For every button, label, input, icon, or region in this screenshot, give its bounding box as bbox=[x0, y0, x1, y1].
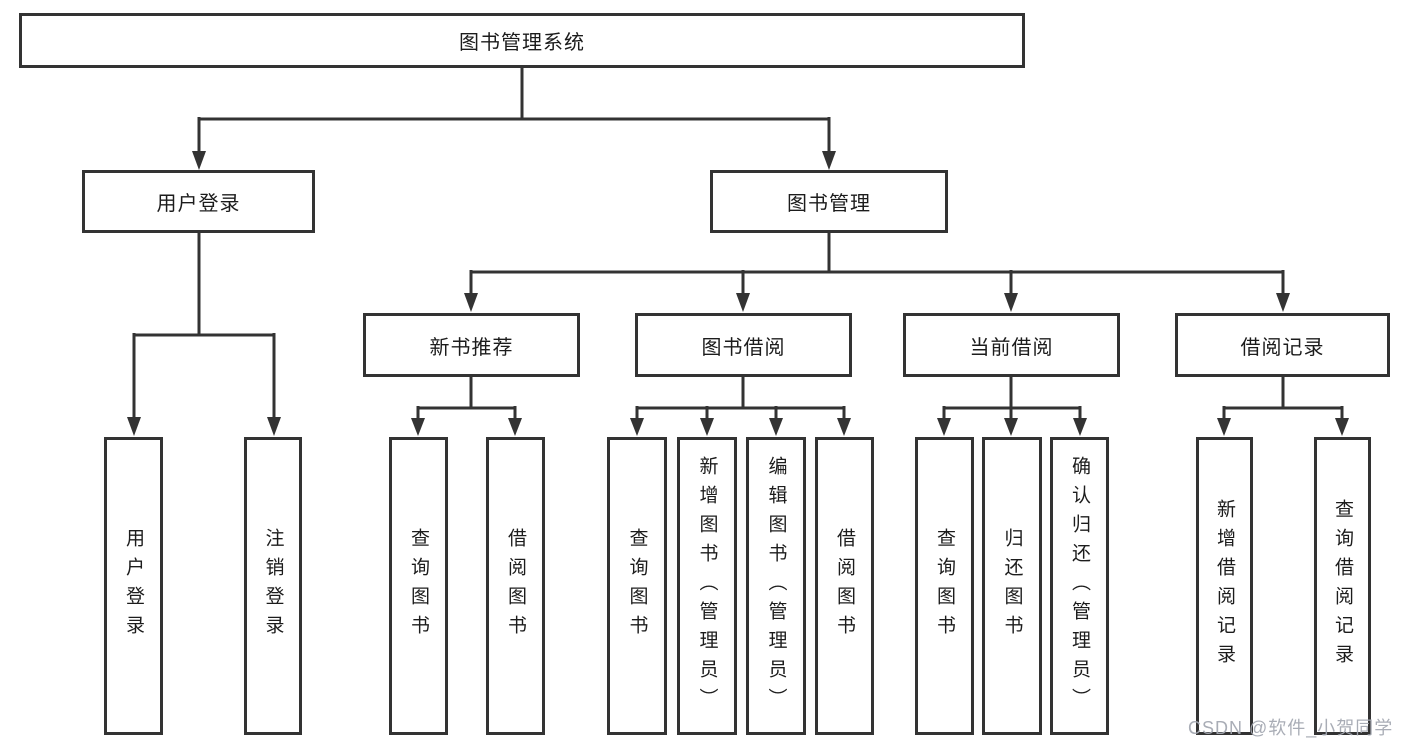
node-label: 查询图书 bbox=[934, 528, 955, 644]
leaf-query-books-borrowing: 查询图书 bbox=[607, 437, 667, 735]
node-label: 编辑图书（管理员） bbox=[765, 455, 787, 717]
leaf-query-books-current: 查询图书 bbox=[915, 437, 974, 735]
node-user-login: 用户登录 bbox=[82, 170, 315, 233]
node-label: 查询图书 bbox=[626, 528, 648, 644]
leaf-add-borrow-record: 新增借阅记录 bbox=[1196, 437, 1253, 735]
leaf-logout: 注销登录 bbox=[244, 437, 302, 735]
node-label: 归还图书 bbox=[1001, 528, 1023, 644]
node-label: 新书推荐 bbox=[429, 336, 514, 359]
leaf-confirm-return-admin: 确认归还（管理员） bbox=[1050, 437, 1109, 735]
node-label: 图书借阅 bbox=[701, 336, 786, 359]
node-label: 查询借阅记录 bbox=[1332, 499, 1353, 673]
node-label: 确认归还（管理员） bbox=[1069, 455, 1090, 717]
node-borrowing-records: 借阅记录 bbox=[1175, 313, 1390, 377]
node-label: 图书管理 bbox=[787, 193, 871, 215]
node-label: 新增图书（管理员） bbox=[696, 455, 718, 717]
node-label: 用户登录 bbox=[123, 528, 144, 644]
node-new-book-recommend: 新书推荐 bbox=[363, 313, 580, 377]
leaf-borrow-books-borrowing: 借阅图书 bbox=[815, 437, 874, 735]
arrowheads bbox=[127, 151, 1349, 436]
node-label: 借阅图书 bbox=[505, 528, 526, 644]
leaf-borrow-books-recommend: 借阅图书 bbox=[486, 437, 545, 735]
leaf-add-book-admin: 新增图书（管理员） bbox=[677, 437, 737, 735]
leaf-query-borrow-record: 查询借阅记录 bbox=[1314, 437, 1371, 735]
leaf-query-books-recommend: 查询图书 bbox=[389, 437, 448, 735]
node-current-borrowing: 当前借阅 bbox=[903, 313, 1120, 377]
node-label: 当前借阅 bbox=[969, 336, 1054, 359]
node-label: 借阅图书 bbox=[834, 528, 855, 644]
node-label: 注销登录 bbox=[262, 528, 284, 644]
leaf-edit-book-admin: 编辑图书（管理员） bbox=[746, 437, 806, 735]
node-book-management: 图书管理 bbox=[710, 170, 948, 233]
node-label: 新增借阅记录 bbox=[1214, 499, 1235, 673]
node-label: 用户登录 bbox=[156, 193, 241, 215]
node-library-system: 图书管理系统 bbox=[19, 13, 1025, 68]
csdn-watermark: CSDN @软件_小贺同学 bbox=[1188, 718, 1394, 738]
leaf-user-login: 用户登录 bbox=[104, 437, 163, 735]
node-label: 图书管理系统 bbox=[459, 32, 585, 54]
node-label: 借阅记录 bbox=[1240, 336, 1325, 359]
node-book-borrowing: 图书借阅 bbox=[635, 313, 852, 377]
leaf-return-books: 归还图书 bbox=[982, 437, 1042, 735]
node-label: 查询图书 bbox=[408, 528, 429, 644]
